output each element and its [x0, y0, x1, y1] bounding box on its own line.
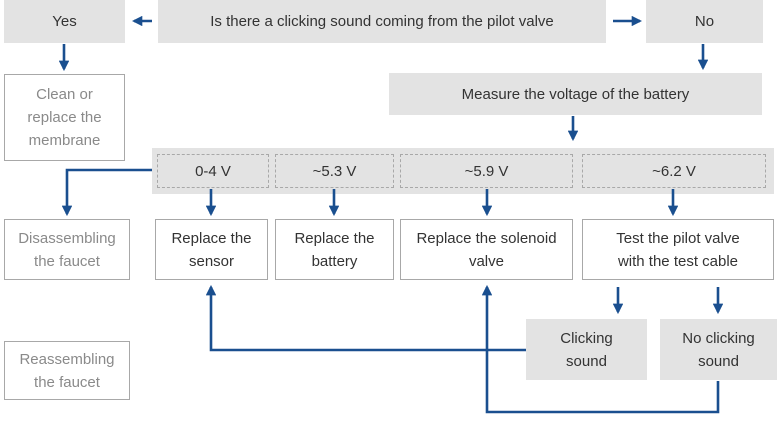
- test-pilot-valve-text: Test the pilot valve with the test cable: [616, 229, 740, 270]
- clicking-sound-text: Clicking sound: [560, 329, 613, 370]
- disassembling-text: Disassembling the faucet: [18, 229, 116, 270]
- voltage-5-9-box: ~5.9 V: [400, 154, 573, 188]
- clean-membrane-text: Clean or replace the membrane: [27, 86, 102, 149]
- no-box: No: [646, 0, 763, 43]
- measure-voltage-text: Measure the voltage of the battery: [461, 85, 690, 103]
- voltage-6-2-text: ~6.2 V: [652, 162, 696, 180]
- disassembling-box: Disassembling the faucet: [4, 219, 130, 280]
- replace-sensor-box: Replace the sensor: [155, 219, 268, 280]
- yes-box: Yes: [4, 0, 125, 43]
- arrow-no-clicking-to-solenoid: [481, 284, 720, 414]
- replace-solenoid-box: Replace the solenoid valve: [400, 219, 573, 280]
- reassembling-box: Reassembling the faucet: [4, 341, 130, 400]
- replace-battery-text: Replace the battery: [294, 229, 375, 270]
- voltage-0-4-text: 0-4 V: [195, 162, 231, 180]
- reassembling-text: Reassembling the faucet: [19, 350, 115, 391]
- voltage-5-9-text: ~5.9 V: [464, 162, 509, 180]
- clicking-sound-box: Clicking sound: [526, 319, 647, 380]
- clean-membrane-box: Clean or replace the membrane: [4, 74, 125, 161]
- replace-solenoid-text: Replace the solenoid valve: [416, 229, 557, 270]
- voltage-5-3-text: ~5.3 V: [312, 162, 357, 180]
- measure-voltage-box: Measure the voltage of the battery: [389, 73, 762, 115]
- yes-text: Yes: [52, 13, 77, 30]
- arrow-to-disassembling: [61, 168, 152, 217]
- question-text: Is there a clicking sound coming from th…: [210, 13, 554, 30]
- voltage-5-3-box: ~5.3 V: [275, 154, 394, 188]
- no-clicking-sound-box: No clicking sound: [660, 319, 777, 380]
- arrow-clicking-to-sensor: [205, 284, 526, 352]
- no-text: No: [694, 13, 715, 30]
- test-pilot-valve-box: Test the pilot valve with the test cable: [582, 219, 774, 280]
- replace-battery-box: Replace the battery: [275, 219, 394, 280]
- no-clicking-sound-text: No clicking sound: [682, 329, 755, 370]
- replace-sensor-text: Replace the sensor: [171, 229, 252, 270]
- voltage-6-2-box: ~6.2 V: [582, 154, 766, 188]
- voltage-0-4-box: 0-4 V: [157, 154, 269, 188]
- question-box: Is there a clicking sound coming from th…: [158, 0, 606, 43]
